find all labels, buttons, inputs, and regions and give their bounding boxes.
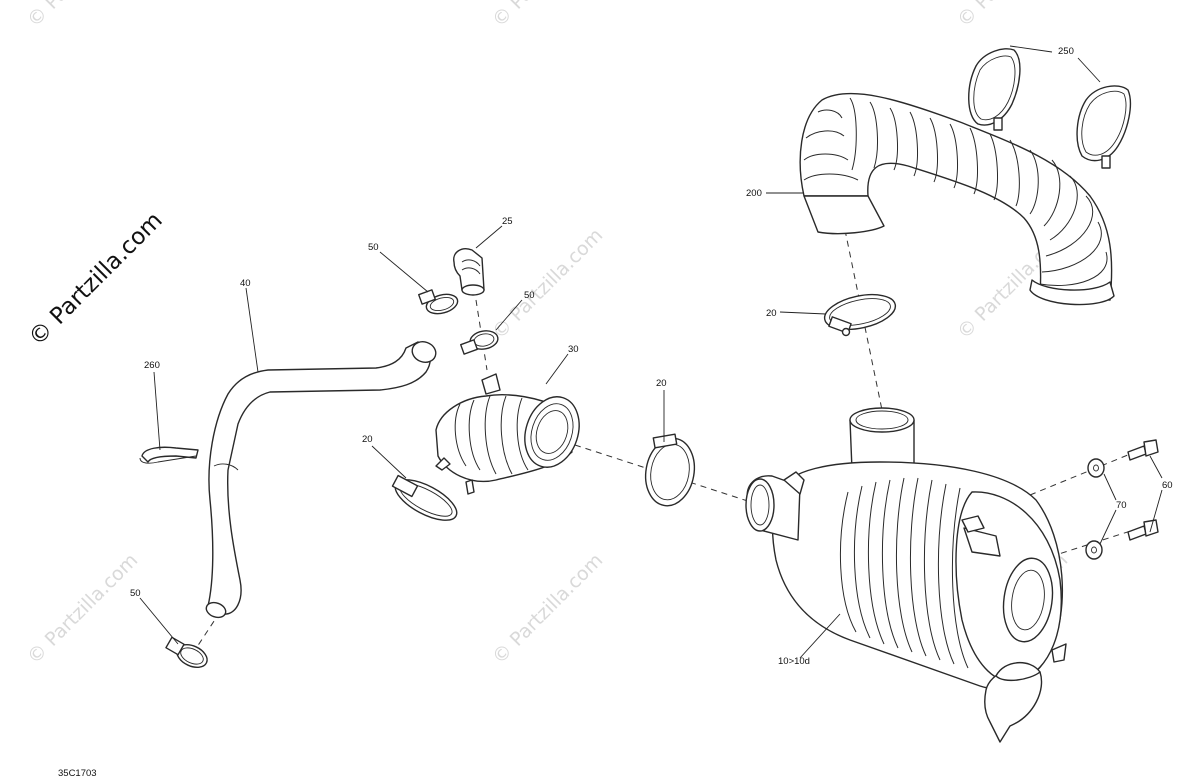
callout-250: 250 xyxy=(1058,46,1074,57)
air-filter-housing-10[interactable] xyxy=(745,407,1067,743)
callout-30: 30 xyxy=(568,344,579,355)
intake-duct-200[interactable] xyxy=(799,92,1115,306)
watermark: © Partzilla.com xyxy=(488,224,607,343)
callout-50-lower: 50 xyxy=(130,588,141,599)
watermark: © Partzilla.com xyxy=(488,0,607,32)
hose-clamp-50-top[interactable] xyxy=(418,289,460,317)
callout-20-upper: 20 xyxy=(766,308,777,319)
hose-clamp-20-middle[interactable] xyxy=(640,433,699,509)
clip-260[interactable] xyxy=(139,446,199,464)
hose-clamp-50-lower[interactable] xyxy=(165,636,211,672)
callout-40: 40 xyxy=(240,278,251,289)
callout-20-left: 20 xyxy=(362,434,373,445)
bolt-60-upper[interactable] xyxy=(1127,439,1159,461)
watermark: © Partzilla.com xyxy=(953,0,1072,32)
clamp-250-right[interactable] xyxy=(1076,85,1132,169)
callout-50-middle: 50 xyxy=(524,290,535,301)
bolt-60-lower[interactable] xyxy=(1127,519,1159,541)
callout-70: 70 xyxy=(1116,500,1127,511)
elbow-fitting-25[interactable] xyxy=(453,248,485,296)
leader-lines xyxy=(139,45,1163,659)
watermark: © Partzilla.com xyxy=(488,549,607,668)
watermark: © Partzilla.com xyxy=(23,0,142,32)
callouts: 250 200 25 50 50 20 40 30 20 260 20 60 7… xyxy=(130,46,1173,667)
clamp-250-left[interactable] xyxy=(968,48,1021,131)
drawing-code: 35C1703 xyxy=(58,768,97,779)
hose-clamp-20-left[interactable] xyxy=(389,472,462,529)
hose-clamp-50-middle[interactable] xyxy=(460,329,500,355)
callout-25: 25 xyxy=(502,216,513,227)
washer-70-lower[interactable] xyxy=(1085,540,1103,560)
callout-260: 260 xyxy=(144,360,160,371)
hose-clamp-20-upper[interactable] xyxy=(821,289,898,337)
watermark: © Partzilla.com xyxy=(23,549,142,668)
callout-60: 60 xyxy=(1162,480,1173,491)
rubber-adapter-30[interactable] xyxy=(435,373,588,495)
callout-10-10d: 10>10d xyxy=(778,656,810,667)
callout-20-middle: 20 xyxy=(656,378,667,389)
duct-ribs xyxy=(803,97,1108,287)
washer-70-upper[interactable] xyxy=(1087,458,1105,478)
callout-50-top: 50 xyxy=(368,242,379,253)
vent-hose-40[interactable] xyxy=(204,338,438,619)
watermark-main: © Partzilla.com xyxy=(24,207,168,351)
callout-200: 200 xyxy=(746,188,762,199)
